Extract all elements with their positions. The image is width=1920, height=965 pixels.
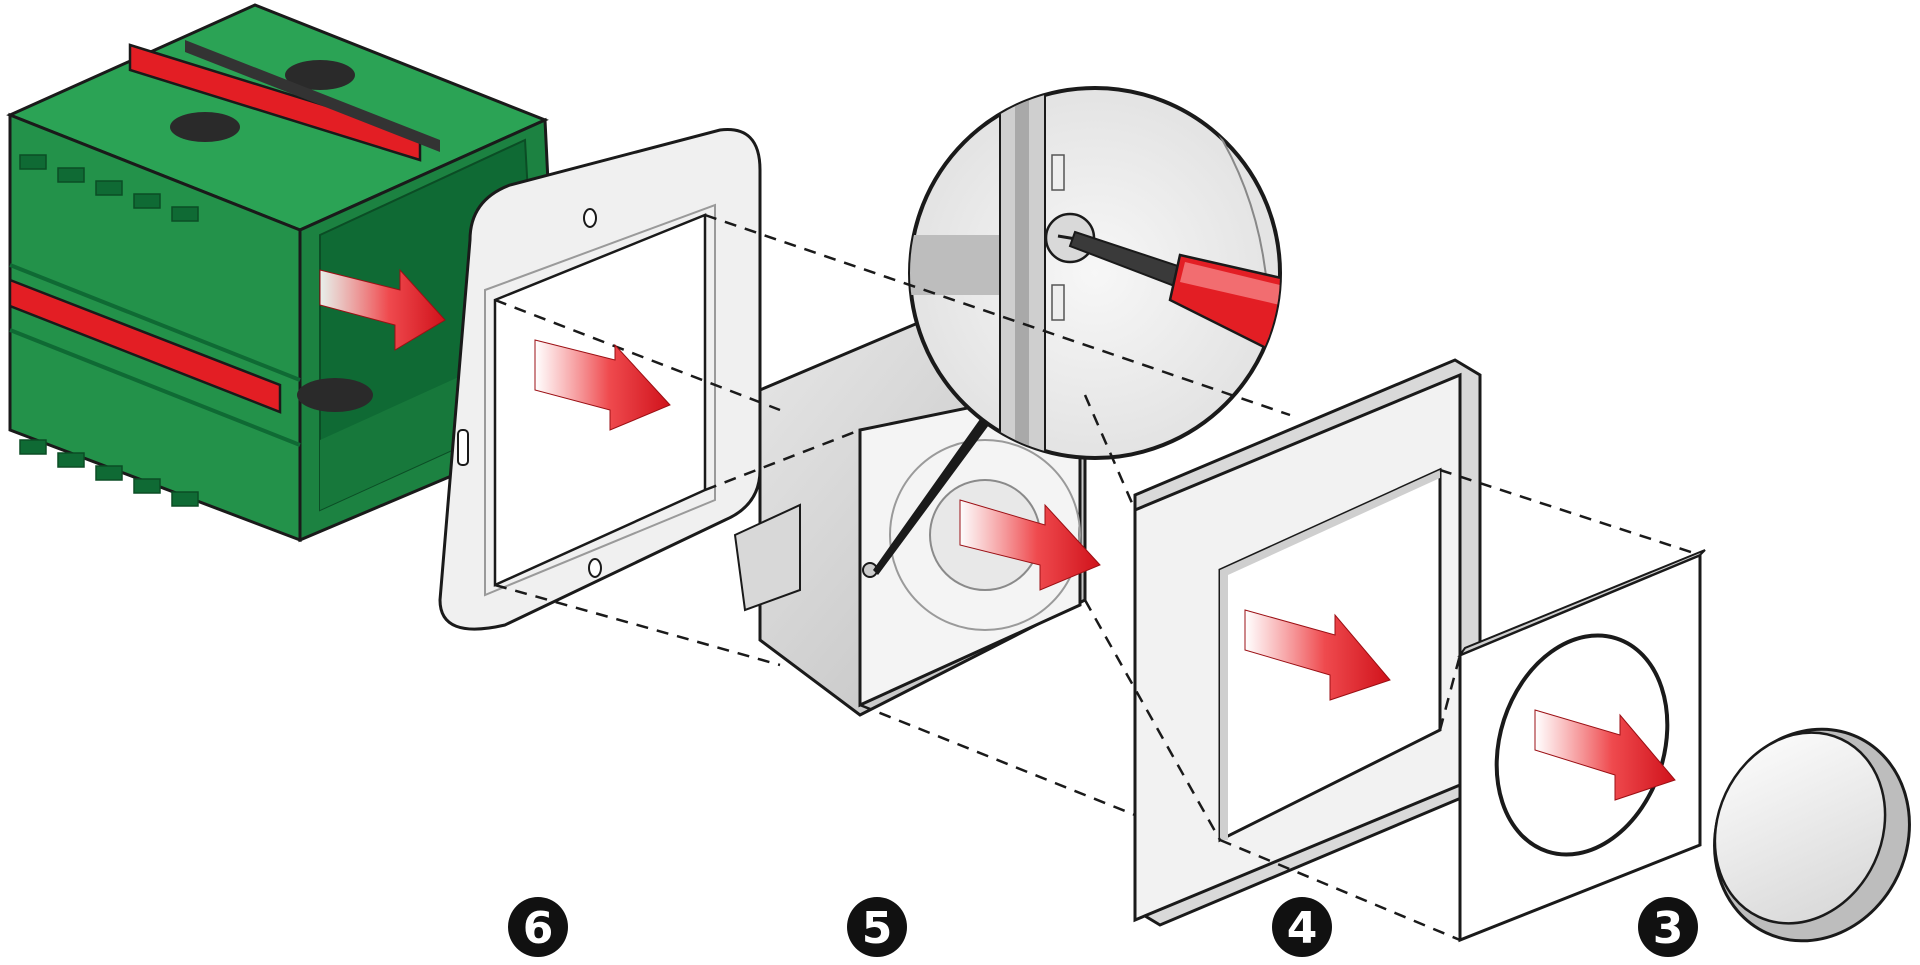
step-badge-6: 6 [508, 897, 568, 957]
arrow-right-icon [1534, 709, 1676, 801]
magnifier-circle-icon [873, 86, 1282, 575]
step-number: 4 [1287, 903, 1318, 954]
arrow-right-icon [319, 268, 446, 351]
step-number: 6 [523, 903, 554, 954]
step-badge-3: 3 [1638, 897, 1698, 957]
screwdriver-icon [1068, 230, 1280, 363]
arrow-right-icon [534, 339, 671, 431]
arrow-right-icon [959, 499, 1101, 591]
step-badge-5: 5 [847, 897, 907, 957]
step-number: 3 [1653, 903, 1684, 954]
step-number: 5 [862, 903, 893, 954]
step-badge-4: 4 [1272, 897, 1332, 957]
rocker-cap [1713, 727, 1911, 943]
arrow-right-icon [1244, 609, 1391, 701]
alignment-guides [494, 213, 1701, 942]
direction-arrows [319, 268, 1676, 801]
